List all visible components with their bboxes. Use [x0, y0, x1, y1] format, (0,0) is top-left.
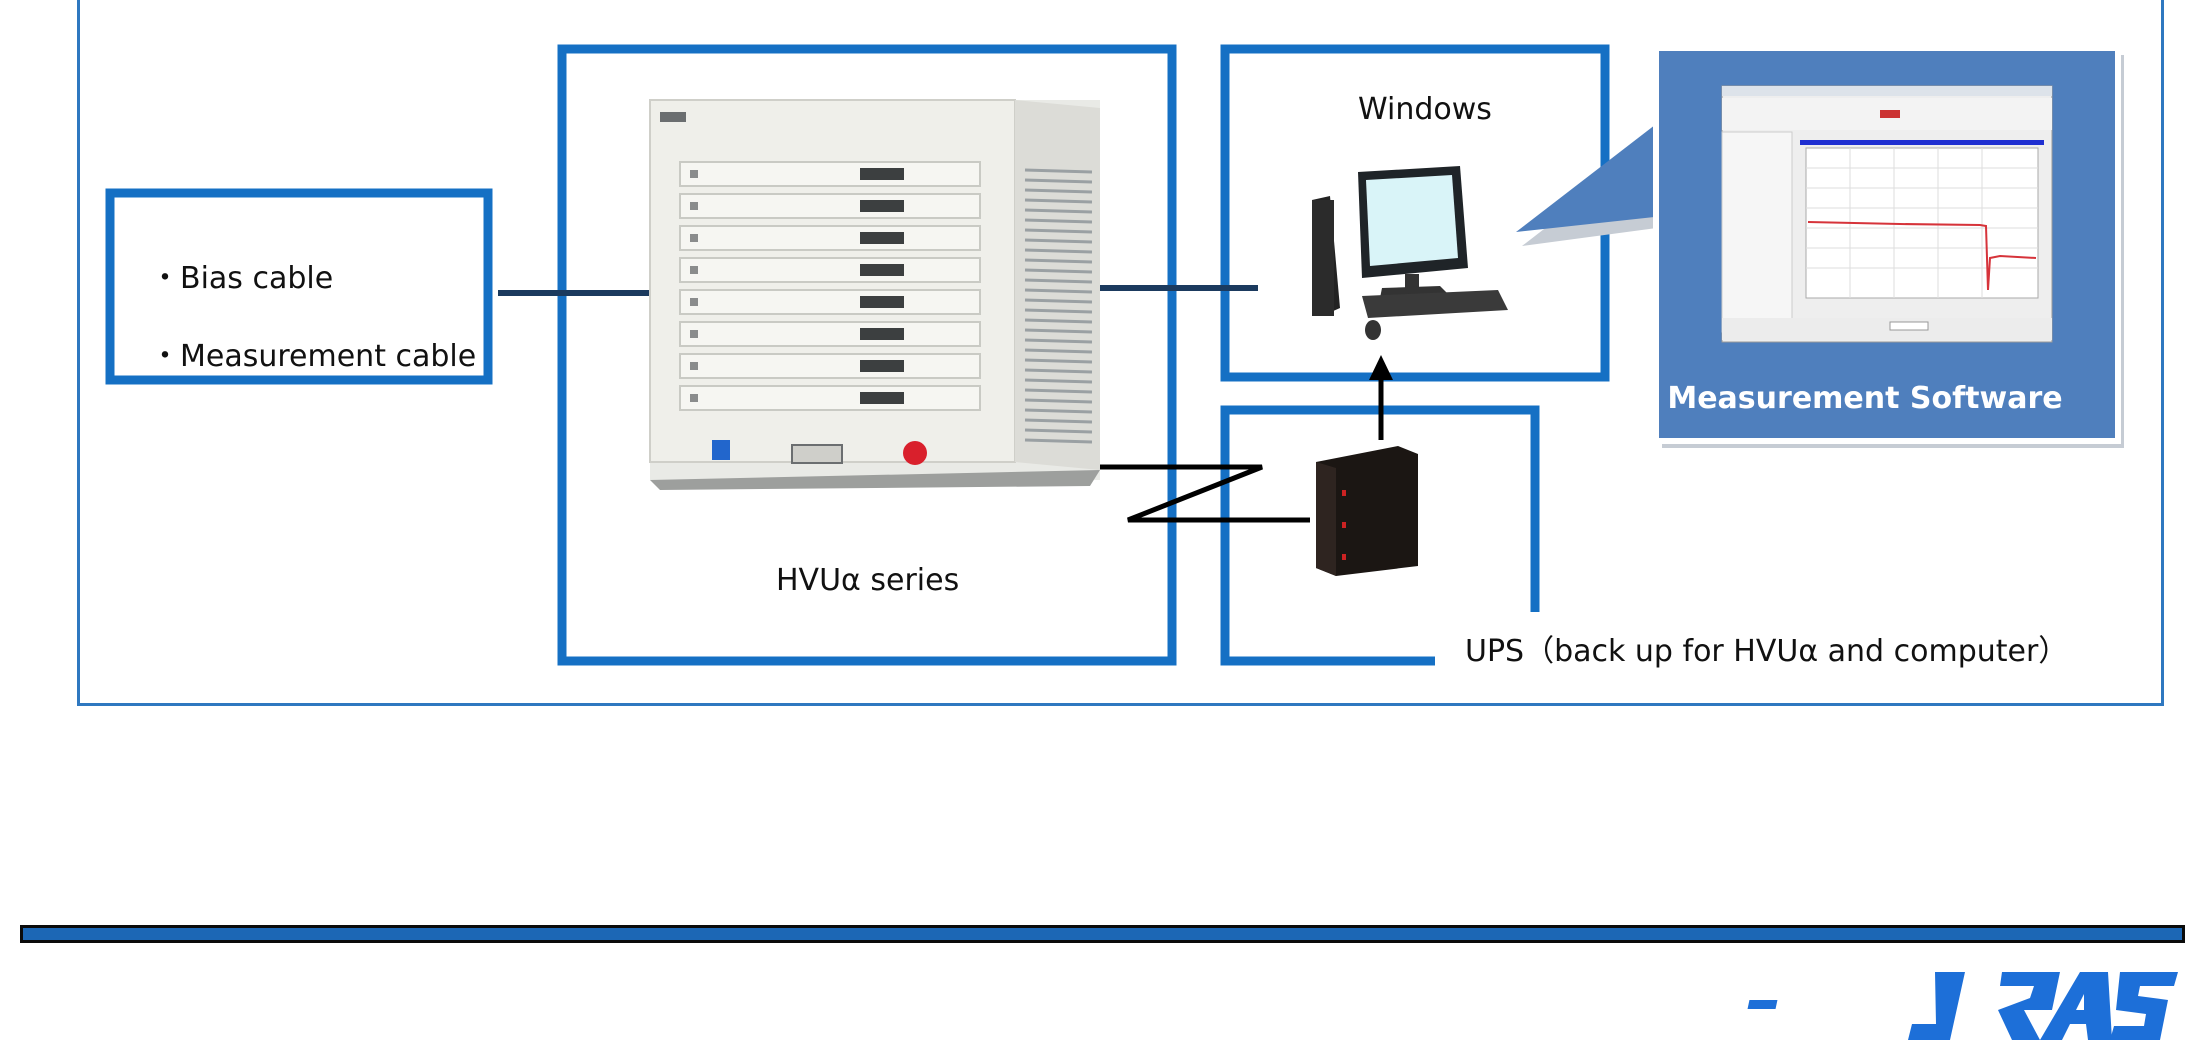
hvu-rack-icon: [649, 99, 1100, 490]
hvu-box: [557, 44, 1177, 666]
cable-box: [105, 188, 493, 385]
ups-box: [1220, 405, 1540, 666]
windows-label: Windows: [1358, 92, 1492, 127]
desktop-computer-icon: [1312, 166, 1508, 340]
jras-logo-icon: [1747, 972, 2178, 1040]
cable-item-measurement: ・Measurement cable: [150, 339, 477, 374]
cable-list: ・Bias cable ・Measurement cable: [150, 240, 476, 396]
cable-item-bias: ・Bias cable: [150, 261, 334, 296]
ups-label: UPS（back up for HVUα and computer）: [1465, 634, 2069, 669]
footer-bar: [20, 925, 2185, 943]
software-label: Measurement Software: [1667, 381, 2063, 416]
software-screenshot-icon: [1721, 85, 2053, 343]
ups-to-pc-arrowhead: [1369, 355, 1393, 380]
logo: [1895, 962, 2180, 1050]
outer-frame: [77, 0, 2164, 706]
ups-unit-icon: [1316, 446, 1418, 576]
ups-to-hvu-zigzag-arrow: [1080, 464, 1310, 523]
hvu-label: HVUα series: [776, 563, 960, 598]
